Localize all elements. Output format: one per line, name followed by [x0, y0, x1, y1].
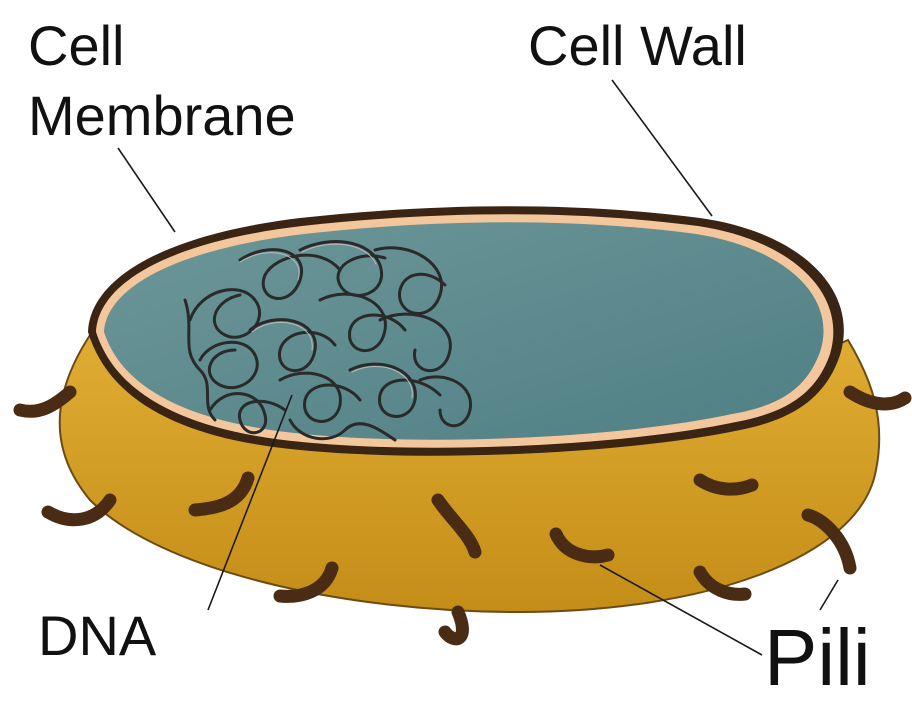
pilus	[48, 500, 110, 520]
label-pili: Pili	[764, 618, 871, 698]
leader-line-cell-wall	[612, 80, 712, 216]
label-cell-wall: Cell Wall	[528, 18, 747, 74]
leader-line-cell-membrane	[118, 148, 175, 232]
pilus	[445, 612, 462, 639]
label-cell-membrane-line1: Cell	[28, 18, 124, 74]
label-dna: DNA	[38, 608, 156, 664]
pilus	[850, 392, 905, 404]
leader-line-pili-2	[820, 580, 838, 610]
label-cell-membrane-line2: Membrane	[28, 88, 296, 144]
